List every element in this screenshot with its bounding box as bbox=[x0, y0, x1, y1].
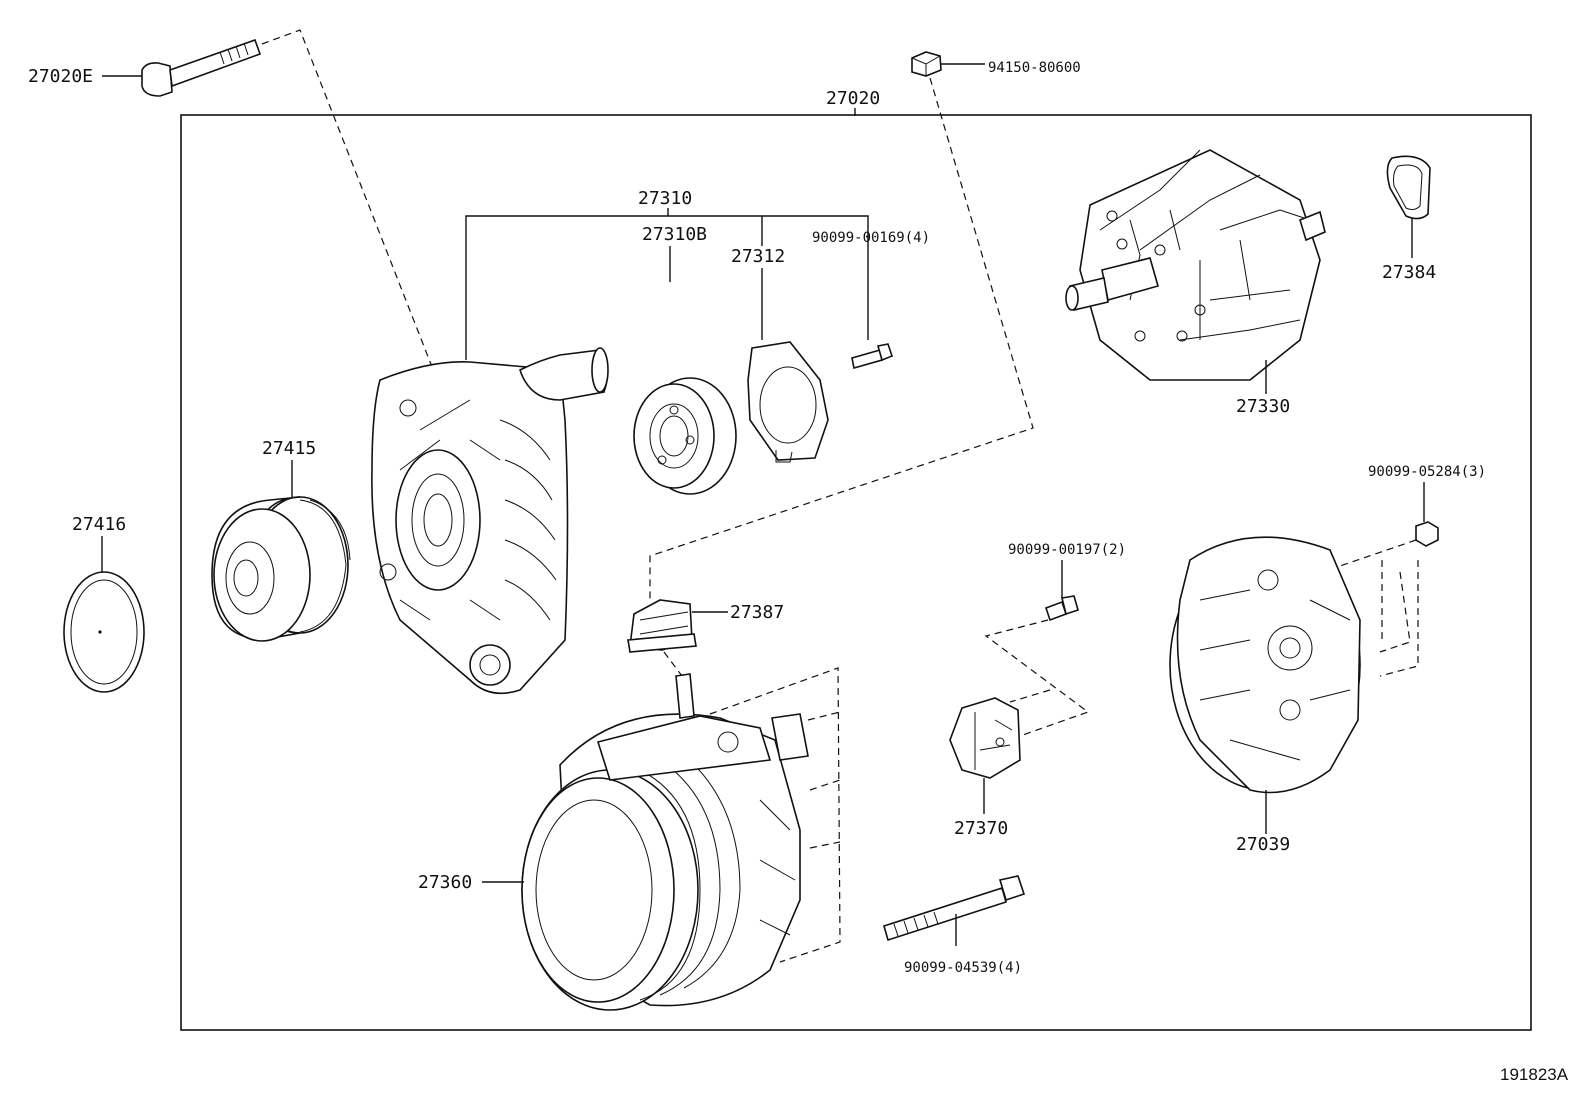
label-27039: 27039 bbox=[1236, 834, 1290, 855]
label-27387: 27387 bbox=[730, 602, 784, 623]
brush-holder-27370[interactable] bbox=[949, 697, 1021, 779]
label-90099-05284: 90099-05284(3) bbox=[1368, 464, 1486, 480]
label-27330: 27330 bbox=[1236, 396, 1290, 417]
rotor-27330[interactable] bbox=[1065, 149, 1326, 381]
pulley-27415[interactable] bbox=[211, 496, 351, 642]
drive-end-frame[interactable] bbox=[371, 347, 609, 695]
assembly-frame bbox=[180, 114, 1532, 1031]
screw-90099-00169[interactable] bbox=[851, 343, 893, 370]
nut-94150-80600[interactable] bbox=[911, 51, 942, 77]
ring-27384[interactable] bbox=[1386, 155, 1431, 220]
label-90099-04539: 90099-04539(4) bbox=[904, 960, 1022, 976]
label-27416: 27416 bbox=[72, 514, 126, 535]
label-27020: 27020 bbox=[826, 88, 880, 109]
label-27312: 27312 bbox=[731, 246, 785, 267]
label-90099-00197: 90099-00197(2) bbox=[1008, 542, 1126, 558]
bearing-27310b[interactable] bbox=[633, 377, 737, 495]
label-27310: 27310 bbox=[638, 188, 692, 209]
through-bolt-90099-04539[interactable] bbox=[883, 875, 1026, 942]
label-27370: 27370 bbox=[954, 818, 1008, 839]
label-27415: 27415 bbox=[262, 438, 316, 459]
label-94150-80600: 94150-80600 bbox=[988, 60, 1081, 76]
label-27310b: 27310B bbox=[642, 224, 707, 245]
nut-90099-05284[interactable] bbox=[1415, 521, 1439, 547]
diagram-code: 191823A bbox=[1500, 1065, 1569, 1084]
cover-27416[interactable] bbox=[63, 571, 145, 693]
stator-27360[interactable] bbox=[521, 673, 809, 1011]
label-27020e: 27020E bbox=[28, 66, 93, 87]
label-90099-00169: 90099-00169(4) bbox=[812, 230, 930, 246]
rear-end-cover-27039[interactable] bbox=[1169, 536, 1361, 794]
retainer-plate-27312[interactable] bbox=[747, 341, 829, 463]
terminal-insulator-27387[interactable] bbox=[627, 599, 697, 653]
label-27384: 27384 bbox=[1382, 262, 1436, 283]
label-27360: 27360 bbox=[418, 872, 472, 893]
bolt-27020e[interactable] bbox=[141, 38, 262, 97]
screw-90099-00197[interactable] bbox=[1044, 595, 1079, 622]
